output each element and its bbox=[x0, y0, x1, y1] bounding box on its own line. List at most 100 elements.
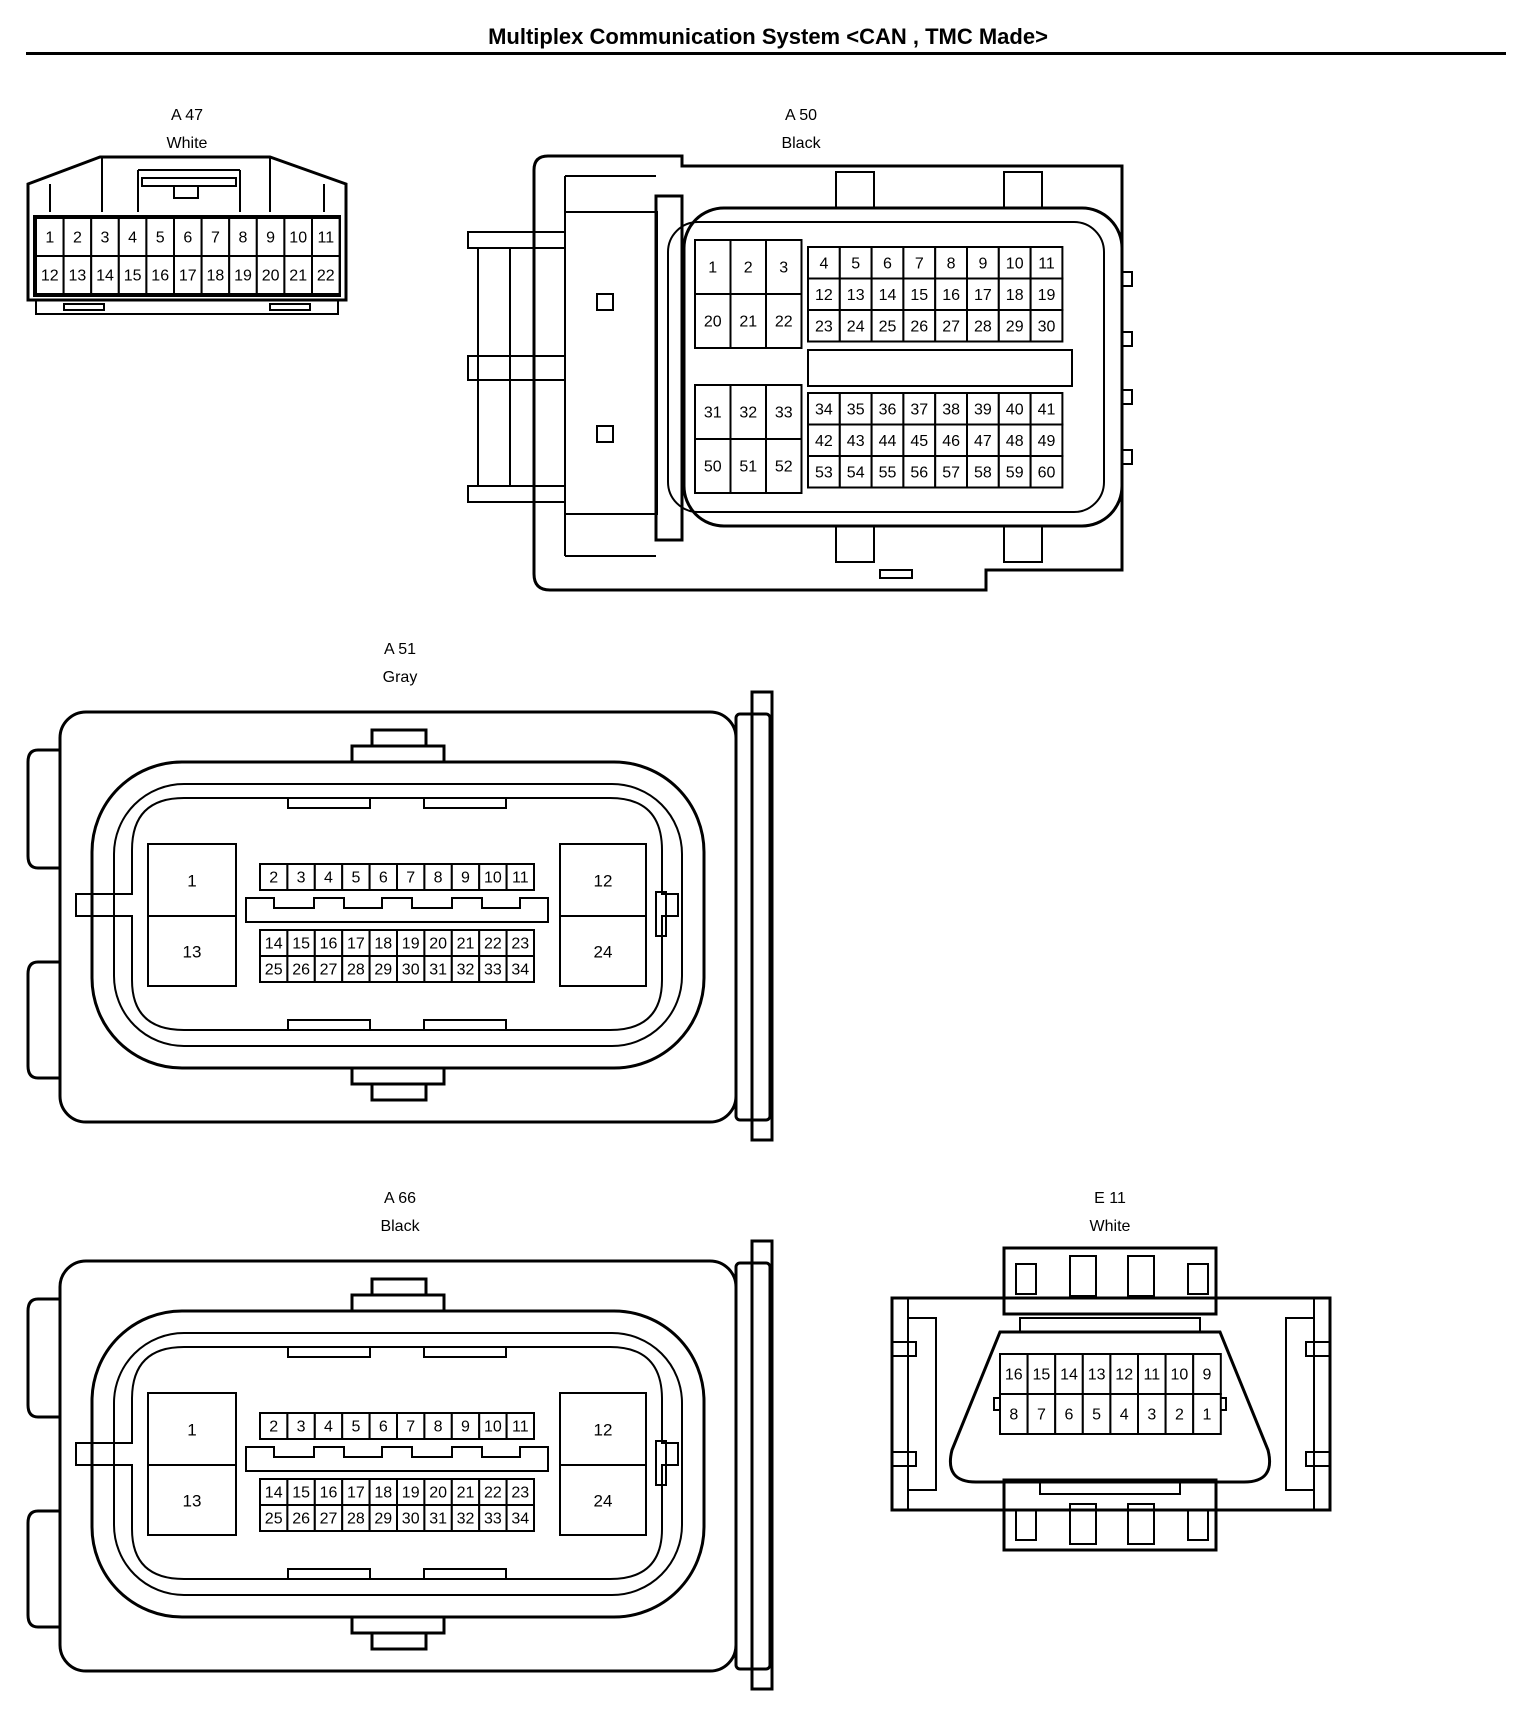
a66-pin-27: 27 bbox=[313, 1504, 344, 1532]
page-title: Multiplex Communication System <CAN , TM… bbox=[488, 24, 1048, 49]
a50-pin-51: 51 bbox=[729, 438, 767, 494]
a47-pin-20: 20 bbox=[255, 255, 286, 295]
a47-pin-label: 20 bbox=[262, 268, 280, 285]
a51-pin-12: 12 bbox=[559, 843, 647, 917]
a47-pin-22: 22 bbox=[311, 255, 341, 295]
a51-pin-32: 32 bbox=[450, 955, 481, 983]
connector-a50-housing bbox=[467, 154, 1133, 592]
a51-pin-label: 29 bbox=[374, 962, 392, 979]
a50-pin-25: 25 bbox=[870, 309, 905, 343]
a66-pin-label: 23 bbox=[511, 1485, 529, 1502]
a50-pin-label: 60 bbox=[1038, 464, 1056, 481]
connector-a50-color: Black bbox=[781, 135, 821, 152]
a51-pin-4: 4 bbox=[313, 863, 344, 891]
a51-pin-21: 21 bbox=[450, 929, 481, 957]
a47-pin-12: 12 bbox=[35, 255, 65, 295]
a50-pin-label: 46 bbox=[942, 433, 960, 450]
e11-pin-8: 8 bbox=[999, 1393, 1029, 1435]
a66-pin-10: 10 bbox=[478, 1412, 508, 1440]
a47-pin-14: 14 bbox=[90, 255, 120, 295]
a50-pin-19: 19 bbox=[1029, 277, 1064, 311]
a66-pin-label: 29 bbox=[374, 1511, 392, 1528]
a47-pin-label: 1 bbox=[45, 230, 54, 247]
a47-pin-13: 13 bbox=[62, 255, 93, 295]
a51-pin-label: 27 bbox=[320, 962, 338, 979]
a50-pin-29: 29 bbox=[997, 309, 1032, 343]
a51-pin-label: 2 bbox=[269, 870, 278, 887]
a47-pin-10: 10 bbox=[283, 217, 313, 257]
a50-pin-label: 20 bbox=[704, 314, 722, 331]
a51-pin-label: 20 bbox=[429, 936, 447, 953]
a50-pin-label: 26 bbox=[910, 318, 928, 335]
a66-pin-5: 5 bbox=[341, 1412, 371, 1440]
a51-pin-28: 28 bbox=[341, 955, 371, 983]
connector-a66-color: Black bbox=[380, 1218, 420, 1235]
a50-pin-52: 52 bbox=[765, 438, 803, 494]
a50-pin-58: 58 bbox=[966, 455, 1000, 489]
a51-pin-3: 3 bbox=[286, 863, 316, 891]
a66-pin-21: 21 bbox=[450, 1478, 481, 1506]
connector-a66-housing bbox=[26, 1239, 774, 1691]
a51-pin-label: 7 bbox=[406, 870, 415, 887]
a66-pin-label: 25 bbox=[265, 1511, 283, 1528]
a47-pin-17: 17 bbox=[173, 255, 203, 295]
a50-pin-label: 48 bbox=[1006, 433, 1024, 450]
e11-pin-label: 3 bbox=[1147, 1407, 1156, 1424]
e11-pin-13: 13 bbox=[1081, 1353, 1112, 1395]
a51-pin-label: 11 bbox=[512, 870, 529, 887]
a47-pin-label: 8 bbox=[239, 230, 248, 247]
e11-pin-label: 13 bbox=[1088, 1367, 1106, 1384]
connector-a50-code: A 50 bbox=[785, 107, 817, 124]
a66-pin-label: 7 bbox=[406, 1419, 415, 1436]
a47-pin-16: 16 bbox=[145, 255, 175, 295]
a50-pin-label: 35 bbox=[847, 401, 865, 418]
a66-pin-20: 20 bbox=[423, 1478, 453, 1506]
a50-pin-label: 27 bbox=[942, 318, 960, 335]
a66-pin-14: 14 bbox=[259, 1478, 289, 1506]
a50-pin-label: 23 bbox=[815, 318, 833, 335]
a47-pin-label: 16 bbox=[151, 268, 169, 285]
a50-pin-label: 45 bbox=[910, 433, 928, 450]
a50-pin-label: 5 bbox=[851, 255, 860, 272]
a50-pin-2: 2 bbox=[729, 239, 767, 295]
e11-pin-16: 16 bbox=[999, 1353, 1029, 1395]
a51-pin-2: 2 bbox=[259, 863, 289, 891]
connector-a51-housing bbox=[26, 690, 774, 1142]
a50-pin-33: 33 bbox=[765, 384, 803, 440]
a50-pin-53: 53 bbox=[807, 455, 841, 489]
e11-pin-label: 4 bbox=[1120, 1407, 1129, 1424]
a50-pin-label: 42 bbox=[815, 433, 833, 450]
a47-pin-4: 4 bbox=[117, 217, 148, 257]
a47-pin-3: 3 bbox=[90, 217, 120, 257]
a47-pin-label: 10 bbox=[289, 230, 307, 247]
a50-pin-26: 26 bbox=[902, 309, 937, 343]
a50-pin-label: 16 bbox=[942, 287, 960, 304]
a51-pin-label: 3 bbox=[297, 870, 306, 887]
a47-pin-label: 19 bbox=[234, 268, 252, 285]
a51-pin-label: 10 bbox=[484, 870, 502, 887]
e11-pin-label: 12 bbox=[1115, 1367, 1133, 1384]
a50-pin-44: 44 bbox=[870, 423, 905, 457]
a51-pin-label: 17 bbox=[347, 936, 365, 953]
a50-pin-label: 13 bbox=[847, 287, 865, 304]
a66-pin-12: 12 bbox=[559, 1392, 647, 1466]
a50-pin-label: 59 bbox=[1006, 464, 1024, 481]
a50-pin-22: 22 bbox=[765, 293, 803, 349]
a51-pin-label: 24 bbox=[594, 943, 613, 962]
a50-pin-label: 9 bbox=[978, 255, 987, 272]
a47-pin-label: 5 bbox=[156, 230, 165, 247]
a50-pin-label: 55 bbox=[879, 464, 897, 481]
a50-pin-label: 52 bbox=[775, 459, 793, 476]
a50-pin-32: 32 bbox=[729, 384, 767, 440]
a50-pin-label: 8 bbox=[947, 255, 956, 272]
a51-pin-31: 31 bbox=[423, 955, 453, 983]
a50-pin-label: 54 bbox=[847, 464, 865, 481]
a66-pin-label: 11 bbox=[512, 1419, 529, 1436]
a47-pin-label: 17 bbox=[179, 268, 197, 285]
a50-pin-label: 24 bbox=[847, 318, 865, 335]
a50-pin-38: 38 bbox=[934, 392, 969, 426]
a50-pin-7: 7 bbox=[902, 246, 937, 280]
